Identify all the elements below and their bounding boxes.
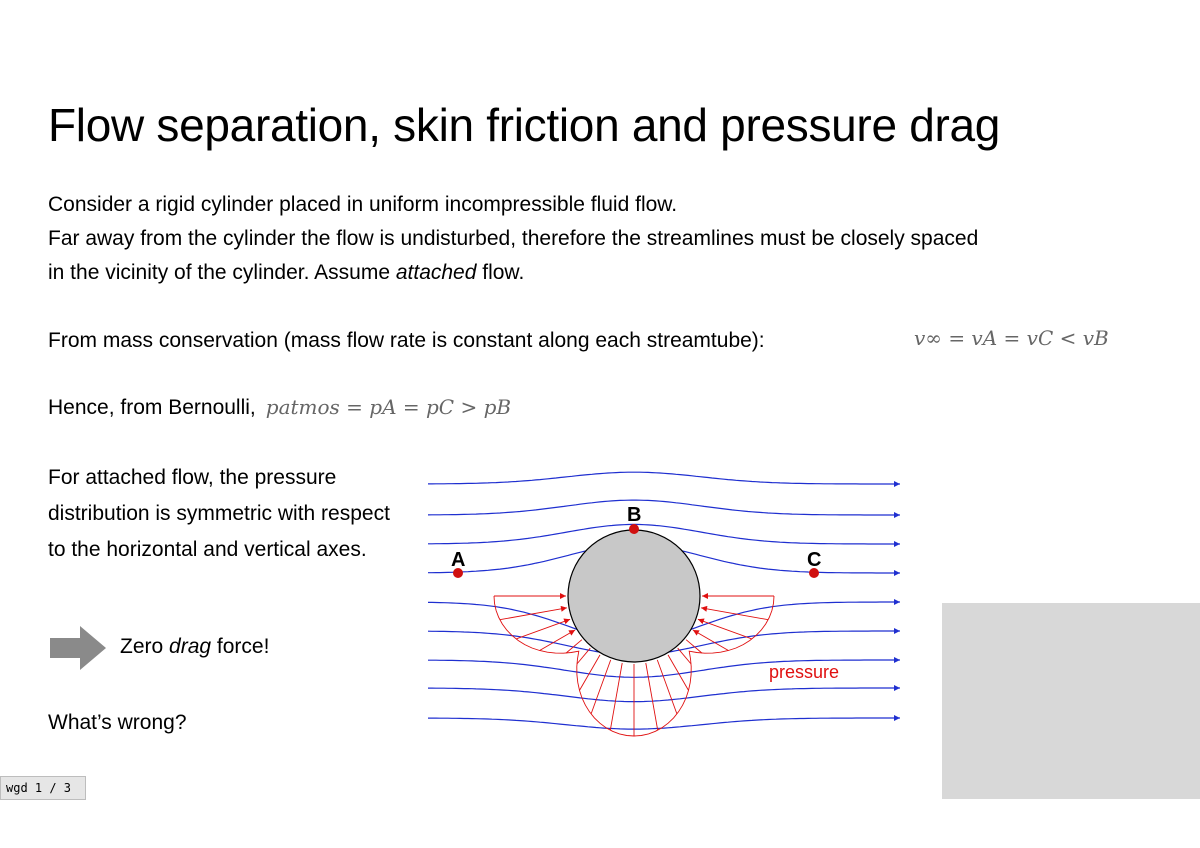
velocity-equation: v∞ = vA = vC < vB	[914, 326, 1109, 350]
right-arrow-icon	[50, 626, 106, 675]
pressure-arrow	[656, 659, 678, 715]
bernoulli-text: Hence, from Bernoulli,	[48, 396, 256, 419]
question-text: What’s wrong?	[48, 711, 187, 734]
cylinder	[567, 529, 701, 663]
slide-title: Flow separation, skin friction and press…	[48, 99, 1001, 151]
streamline	[428, 657, 900, 678]
intro-line-2: Far away from the cylinder the flow is u…	[48, 227, 979, 250]
pressure-arrow	[499, 605, 568, 621]
pressure-arrow	[539, 629, 576, 651]
intro-emphasis: attached	[395, 261, 477, 284]
streamline	[428, 715, 900, 730]
pressure-distribution	[493, 593, 775, 737]
attached-flow-text: For attached flow, the pressure distribu…	[48, 466, 390, 561]
pressure-arrow	[685, 639, 703, 654]
pressure-equation: patmos = pA = pC > pB	[265, 395, 512, 419]
intro-line-3-post: flow.	[476, 261, 525, 284]
mass-conservation-text: From mass conservation (mass flow rate i…	[48, 329, 765, 352]
intro-line-3-pre: in the vicinity of the cylinder. Assume	[48, 261, 396, 284]
pressure-arrow	[700, 605, 769, 621]
pressure-label: pressure	[769, 662, 839, 682]
bernoulli-line: Hence, from Bernoulli, patmos = pA = pC >…	[48, 390, 511, 425]
point-c-label: C	[807, 549, 821, 571]
streamline	[428, 523, 900, 547]
cylinder-flow-figure: A B C pressure	[420, 470, 920, 745]
pressure-arrow	[579, 654, 601, 691]
drag-emphasis: drag	[169, 635, 212, 658]
streamline	[428, 685, 900, 703]
page-footer: wgd 1 / 3	[0, 776, 86, 800]
zero-drag-pre: Zero	[120, 635, 170, 658]
pressure-arrow	[697, 618, 753, 640]
streamline	[428, 471, 900, 487]
streamline	[427, 499, 900, 518]
intro-line-1: Consider a rigid cylinder placed in unif…	[48, 193, 678, 216]
zero-drag-text: Zero drag force!	[120, 630, 269, 664]
point-a-label: A	[451, 549, 465, 571]
pressure-arrow	[677, 647, 692, 665]
pressure-arrow	[565, 639, 583, 654]
point-a-marker	[453, 568, 463, 578]
pressure-arrow	[645, 662, 659, 731]
point-b-marker	[629, 524, 639, 534]
grey-placeholder-box	[942, 603, 1200, 799]
pressure-arrow	[667, 654, 689, 691]
point-b-label: B	[627, 504, 641, 526]
pressure-arrow	[692, 629, 729, 651]
intro-line-3: in the vicinity of the cylinder. Assume …	[48, 256, 978, 290]
pressure-arrow	[590, 659, 612, 715]
point-c-marker	[809, 568, 819, 578]
pressure-arrow	[576, 647, 591, 665]
pressure-arrow	[515, 618, 571, 640]
intro-paragraph: Consider a rigid cylinder placed in unif…	[48, 188, 978, 290]
zero-drag-post: force!	[211, 635, 270, 658]
pressure-arrow	[609, 662, 623, 731]
